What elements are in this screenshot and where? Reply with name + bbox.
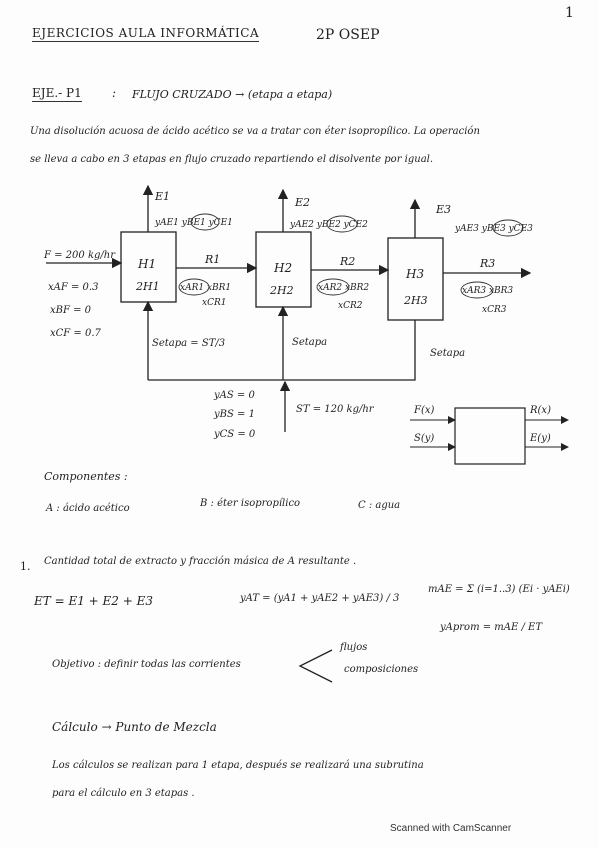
exercise-heading: EJE.- P1 xyxy=(32,86,82,102)
raffinate-1-comps: xAR1 xBR1 xyxy=(180,283,231,293)
legend-in-bottom: S(y) xyxy=(414,433,434,444)
raffinate-1-circle xyxy=(178,278,210,296)
solvent-comp-a: yAS = 0 xyxy=(213,390,255,401)
raffinate-3-name: R3 xyxy=(479,257,495,270)
extract-1-name: E1 xyxy=(154,190,170,203)
equation-yat: yAT = (yA1 + yAE2 + yAE3) / 3 xyxy=(240,593,400,604)
feed-label: F = 200 kg/hr xyxy=(43,250,116,261)
solvent-distribution-line xyxy=(148,320,416,381)
scanner-footer: Scanned with CamScanner xyxy=(390,823,512,834)
extract-1-circle xyxy=(190,213,220,231)
raffinate-2-comps: xAR2 xBR2 xyxy=(318,283,369,293)
stage-3-enthalpy: 2H3 xyxy=(403,294,428,307)
extract-2-comps: yAE2 yBE2 yCE2 xyxy=(289,220,368,230)
objective-item-composiciones: composiciones xyxy=(344,664,419,675)
calc-line-1: Los cálculos se realizan para 1 etapa, d… xyxy=(52,760,424,771)
legend-out-top: R(x) xyxy=(529,405,551,416)
solvent-stage-3: Setapa xyxy=(430,348,465,359)
equation-mae: mAE = Σ (i=1..3) (Ei · yAEi) xyxy=(428,584,570,595)
component-b: B : éter isopropílico xyxy=(200,498,301,509)
raffinate-2-circle xyxy=(316,278,350,296)
extract-3-name: E3 xyxy=(435,203,451,216)
equation-et: ET = E1 + E2 + E3 xyxy=(34,594,153,608)
raffinate-3-comps: xAR3 xBR3 xyxy=(462,286,513,296)
extract-2-circle xyxy=(326,215,358,233)
stage-2-enthalpy: 2H2 xyxy=(269,284,294,297)
component-a: A : ácido acético xyxy=(46,503,130,514)
statement-line-1: Una disolución acuosa de ácido acético s… xyxy=(30,126,480,137)
component-c: C : agua xyxy=(358,500,401,511)
stage-2-name: H2 xyxy=(273,261,292,275)
stage-1-name: H1 xyxy=(137,257,156,271)
extract-3-circle xyxy=(492,219,524,237)
feed-comp-b: xBF = 0 xyxy=(50,305,92,316)
calc-title: Cálculo → Punto de Mezcla xyxy=(52,720,217,734)
objective-item-flujos: flujos xyxy=(340,642,368,653)
solvent-stage-2: Setapa xyxy=(292,337,327,348)
statement-line-2: se lleva a cabo en 3 etapas en flujo cru… xyxy=(30,154,434,165)
section-1-number: 1. xyxy=(20,560,31,573)
raffinate-2-comp-c: xCR2 xyxy=(338,301,363,311)
feed-comp-c: xCF = 0.7 xyxy=(50,328,102,339)
extract-1-comps: yAE1 yBE1 yCE1 xyxy=(154,218,233,228)
header-subtitle: 2P OSEP xyxy=(316,27,380,43)
raffinate-1-comp-c: xCR1 xyxy=(202,298,226,308)
solvent-comp-b: yBS = 1 xyxy=(213,409,255,420)
exercise-separator: : xyxy=(112,86,117,100)
header-title: EJERCICIOS AULA INFORMÁTICA xyxy=(32,26,260,42)
raffinate-3-comp-c: xCR3 xyxy=(482,305,507,315)
raffinate-3-circle xyxy=(460,281,494,299)
extract-3-comps: yAE3 yBE3 yCE3 xyxy=(454,224,533,234)
feed-comp-a: xAF = 0.3 xyxy=(48,282,98,293)
calc-line-2: para el cálculo en 3 etapas . xyxy=(52,788,195,799)
legend-in-top: F(x) xyxy=(413,405,434,416)
solvent-total: ST = 120 kg/hr xyxy=(296,404,375,415)
raffinate-2-name: R2 xyxy=(339,255,355,268)
objective-bracket xyxy=(298,649,333,683)
solvent-comp-c: yCS = 0 xyxy=(213,429,256,440)
objective-text: Objetivo : definir todas las corrientes xyxy=(52,659,241,670)
extract-2-name: E2 xyxy=(294,196,310,209)
legend-stage-box xyxy=(454,407,526,465)
legend-out-bottom: E(y) xyxy=(529,433,551,444)
stage-1-enthalpy: 2H1 xyxy=(135,280,160,293)
components-title: Componentes : xyxy=(44,470,128,483)
equation-yprom: yAprom = mAE / ET xyxy=(440,622,542,633)
solvent-stage-1: Setapa = ST/3 xyxy=(152,338,225,349)
section-1-title: Cantidad total de extracto y fracción má… xyxy=(44,556,357,567)
raffinate-1-name: R1 xyxy=(204,253,220,266)
page-number: 1 xyxy=(565,5,574,21)
exercise-method: FLUJO CRUZADO → (etapa a etapa) xyxy=(132,88,333,101)
stage-3-name: H3 xyxy=(405,267,424,281)
